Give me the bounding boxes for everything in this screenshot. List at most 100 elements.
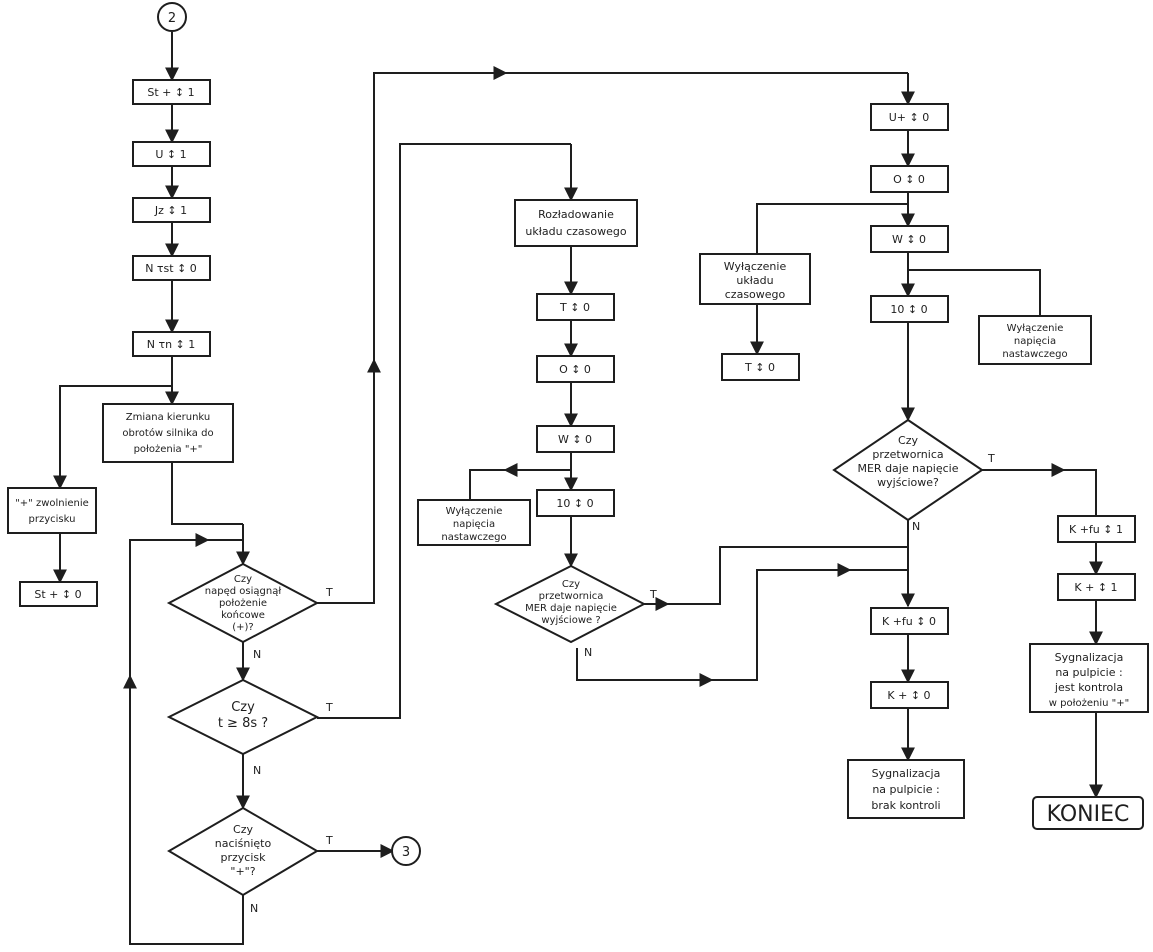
box-k-plus-1-label: K + ↕ 1 [1074,581,1117,594]
decision-3-no-label: N [250,902,258,915]
box-col3-10-0 [870,295,949,323]
decision-1-line-4: końcowe [221,609,265,621]
decision-3-yes-label: T [325,834,333,847]
box-wylaczenie-ukladu-line-1: Wyłączenie [724,260,787,273]
box-jz-1 [132,197,211,223]
box-n-tn-1-label: N τn ↕ 1 [147,338,196,351]
box-col3-wylaczenie-line-3: nastawczego [1002,349,1067,360]
box-u-rev-0 [870,103,949,131]
decision-button-pressed [167,806,319,897]
box-zmiana-line-1: Zmiana kierunku [126,412,210,423]
decision-mer-output-col3 [832,418,984,522]
box-col3-o-0 [870,165,949,193]
box-zmiana-line-2: obrotów silnika do [122,427,213,439]
box-col2-w-0-label: W ↕ 0 [558,433,592,446]
box-st-plus-1 [132,79,211,105]
box-wylaczenie-ukladu [699,253,811,305]
decision-5-line-2: przetwornica [872,448,943,461]
box-sygnalizacja-jest [1029,643,1149,713]
box-col3-o-0-label: O ↕ 0 [893,173,925,186]
decision-mer-output-col2 [493,564,647,644]
box-k-plus-0 [870,681,949,709]
decision-2-no-label: N [253,764,261,777]
box-col3-wylaczenie-line-1: Wyłączenie [1007,323,1064,334]
box-u-rev-0-label: U+ ↕ 0 [889,111,929,124]
box-col3-w-0 [870,225,949,253]
decision-5-line-1: Czy [898,434,918,447]
box-sygnalizacja-jest-line-2: na pulpicie : [1055,666,1122,679]
box-sygnalizacja-brak-line-3: brak kontroli [871,799,940,812]
box-col2-wylaczenie-napiecia [417,499,531,546]
box-u-1 [132,141,211,167]
start-connector-label: 2 [168,11,176,26]
decision-3-line-1: Czy [233,823,253,836]
box-col2-10-0-label: 10 ↕ 0 [556,497,593,510]
box-rozladowanie-line-1: Rozładowanie [538,208,614,221]
box-k-plus-f-0 [870,607,949,635]
box-zmiana-line-3: położenia "+" [134,444,203,455]
box-col3-w-0-label: W ↕ 0 [892,233,926,246]
decision-4-no-label: N [584,646,592,659]
decision-4-line-2: przetwornica [539,591,604,602]
decision-1-line-2: napęd osiągnął [205,586,282,597]
box-rozladowanie [514,199,638,247]
decision-2-line-1: Czy [231,700,255,715]
decision-3-line-2: naciśnięto [215,837,272,850]
box-sygnalizacja-brak [847,759,965,819]
start-connector-circle [157,2,187,32]
box-u-1-label: U ↕ 1 [155,148,186,161]
decision-4-line-4: wyjściowe ? [541,614,600,626]
box-col2-t-0 [536,293,615,321]
box-koniec [1032,796,1144,830]
koniec-label: KONIEC [1047,802,1130,827]
box-jz-1-label: Jz ↕ 1 [154,204,187,217]
decision-4-line-1: Czy [562,579,580,590]
box-sygnalizacja-brak-line-2: na pulpicie : [872,783,939,796]
box-rozladowanie-line-2: układu czasowego [525,225,626,238]
decision-1-line-5: (+)? [232,622,254,633]
box-col2-wylaczenie-line-3: nastawczego [441,532,506,543]
decision-1-line-3: położenie [219,598,267,609]
box-n-st-0 [132,255,211,281]
decision-drive-end-position [166,562,320,644]
box-col3-t-0-label: T ↕ 0 [744,361,775,374]
decision-time-8s [166,678,320,756]
box-sygnalizacja-brak-line-1: Sygnalizacja [872,767,941,780]
box-col2-o-0 [536,355,615,383]
decision-4-yes-label: T [649,588,657,601]
box-k-plus-f-0-label: K +fu ↕ 0 [882,615,936,628]
box-wylaczenie-ukladu-line-3: czasowego [725,288,786,301]
box-zwolnienie [7,487,97,534]
decision-5-no-label: N [912,520,920,533]
box-col2-o-0-label: O ↕ 0 [559,363,591,376]
box-wylaczenie-ukladu-line-2: układu [736,274,773,287]
decision-4-line-3: MER daje napięcie [525,603,617,614]
decision-2-line-2: t ≥ 8s ? [218,716,268,731]
box-zwolnienie-line-2: przycisku [29,514,76,525]
box-col2-w-0 [536,425,615,453]
box-st-plus-1-label: St + ↕ 1 [147,86,194,99]
decision-3-line-4: "+"? [230,865,255,878]
box-col2-wylaczenie-line-2: napięcia [453,519,495,530]
box-k-plus-f-1-label: K +fu ↕ 1 [1069,523,1123,536]
box-st-plus-0 [19,581,98,607]
decision-3-line-3: przycisk [221,851,267,864]
decision-5-line-3: MER daje napięcie [857,462,958,475]
box-n-st-0-label: N τst ↕ 0 [145,262,197,275]
box-col2-wylaczenie-line-1: Wyłączenie [446,506,503,517]
decision-1-yes-label: T [325,586,333,599]
box-col3-wylaczenie-napiecia [978,315,1092,365]
decision-5-yes-label: T [987,452,995,465]
box-n-tn-1 [132,331,211,357]
box-col3-t-0 [721,353,800,381]
box-k-plus-0-label: K + ↕ 0 [887,689,930,702]
box-col3-wylaczenie-line-2: napięcia [1014,336,1056,347]
decision-1-line-1: Czy [234,574,252,585]
box-zmiana-kierunku [102,403,234,463]
exit-connector-circle [391,836,421,866]
box-k-plus-1 [1057,573,1136,601]
box-st-plus-0-label: St + ↕ 0 [34,588,81,601]
box-k-plus-f-1 [1057,515,1136,543]
connector-lines [53,32,1103,945]
